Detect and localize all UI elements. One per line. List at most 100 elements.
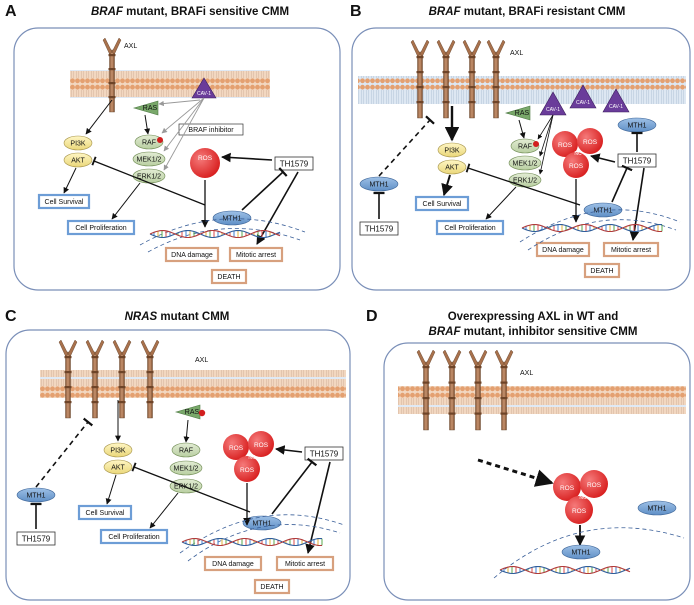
dna-helix [181,537,323,547]
panel-a: CAV-1 RAS RAF MEK1/2 ERK1/2 PI3K AKT BRA… [37,77,314,285]
mth1-label-c-nuclear: MTH1 [252,521,271,528]
pi3k-node-a [63,135,93,151]
panel-title-d-line1: Overexpressing AXL in WT and [448,311,619,323]
pi3k-label-b: PI3K [444,148,460,155]
panel-letter-b: B [350,3,362,20]
axl-receptor [112,339,132,419]
cell-proliferation-box-b [435,219,505,236]
th1579-box-b-left [359,221,399,236]
axl-receptor [462,39,482,119]
dna-helix [149,229,281,239]
axl-receptors [58,37,514,431]
mek-node-b [508,155,542,171]
pi3k-label-c: PI3K [110,448,126,455]
ros-label-d3: ROS [572,508,587,515]
ros-sphere-d1 [553,473,581,501]
cav1-label-b2: CAV-1 [576,100,590,106]
axl-receptor [410,39,430,119]
axl-receptor [416,349,436,431]
th1579-label-b: TH1579 [623,157,652,166]
axl-receptor [102,37,122,113]
ros-label-d2: ROS [587,482,602,489]
ros-label-b1: ROS [558,142,573,149]
akt-label-a: AKT [71,158,85,165]
mth1-node-a [212,210,252,226]
cell-proliferation-label-a: Cell Proliferation [75,225,126,232]
axl-label-d: AXL [520,370,533,377]
membrane-b [358,76,686,104]
mek-label-b: MEK1/2 [513,161,538,168]
cav1-label-a: CAV-1 [197,91,211,97]
ros-sphere-c3 [234,456,260,482]
axl-label-b: AXL [510,50,523,57]
axl-label-c: AXL [195,357,208,364]
mth1-node-d-right [637,500,677,516]
mitotic-arrest-box-b [602,241,660,258]
axl-label-a: AXL [124,43,137,50]
cell-survival-label-a: Cell Survival [45,199,84,206]
th1579-label-c-left: TH1579 [22,535,51,544]
membrane-c [40,370,346,398]
ros-sphere-c1 [223,434,249,460]
panel-c: RAS RAF MEK1/2 ERK1/2 PI3K AKT ROS ROS R… [16,400,345,595]
cell-survival-label-c: Cell Survival [86,510,125,517]
death-box-a [210,268,248,285]
death-box-b [583,262,621,279]
ras-shape-b [504,105,531,121]
dna-damage-label-c: DNA damage [212,561,254,568]
cav1-triangle-b2 [569,84,597,109]
nc-label-b: NC [574,151,582,157]
axl-receptor [486,39,506,119]
cell-survival-label-b: Cell Survival [423,201,462,208]
panel-letter-c: C [5,308,17,325]
panel-title-c: NRAS mutant CMM [125,311,230,323]
erk-label-a: ERK1/2 [137,174,161,181]
erk-label-b: ERK1/2 [513,178,537,185]
membrane-d [398,386,686,414]
ros-sphere-d3 [565,496,593,524]
mth1-node-c-left [16,487,56,503]
dna-damage-label-b: DNA damage [542,247,584,254]
ras-shape-a [132,100,159,116]
death-box-c [253,578,291,595]
axl-receptor [85,339,105,419]
axl-receptor [58,339,78,419]
mek-node-c [169,460,203,476]
axl-receptor [442,349,462,431]
mth1-label-a: MTH1 [222,216,241,223]
cav1-triangle-b3 [602,88,630,113]
mth1-label-c-left: MTH1 [26,493,45,500]
ros-label-a: ROS [198,155,213,162]
cell-outline-d [383,342,691,601]
panel-letter-d: D [366,308,378,325]
ros-sphere-b3 [563,152,589,178]
panel-title-b: BRAF mutant, BRAFi resistant CMM [429,6,626,18]
akt-label-b: AKT [445,165,459,172]
ros-sphere-c2 [248,431,274,457]
mutation-dot-a [157,137,163,143]
th1579-label-a: TH1579 [280,160,309,169]
pi3k-node-b [437,142,467,158]
akt-label-c: AKT [111,465,125,472]
th1579-box-b [617,153,657,168]
th1579-box-c [304,446,344,461]
dna-damage-label-a: DNA damage [171,252,213,259]
panel-b: CAV-1 CAV-1 CAV-1 RAS RAF MEK1/2 ERK1/2 … [359,84,681,279]
mitotic-arrest-box-a [228,246,284,263]
axl-receptor [140,339,160,419]
mek-label-c: MEK1/2 [174,466,199,473]
th1579-box-a [274,156,314,171]
pi3k-node-c [103,442,133,458]
mitotic-arrest-label-c: Mitotic arrest [285,561,325,568]
panel-letter-a: A [5,3,17,20]
th1579-label-c: TH1579 [310,450,339,459]
cell-proliferation-box-a [66,219,136,236]
cell-survival-box-b [414,195,470,212]
dna-helix [499,565,631,575]
ros-label-c3: ROS [240,467,255,474]
cav1-label-b3: CAV-1 [609,104,623,110]
cell-proliferation-box-c [99,528,169,545]
pi3k-label-a: PI3K [70,141,86,148]
panel-title-d-line2: BRAF mutant, inhibitor sensitive CMM [429,326,638,338]
